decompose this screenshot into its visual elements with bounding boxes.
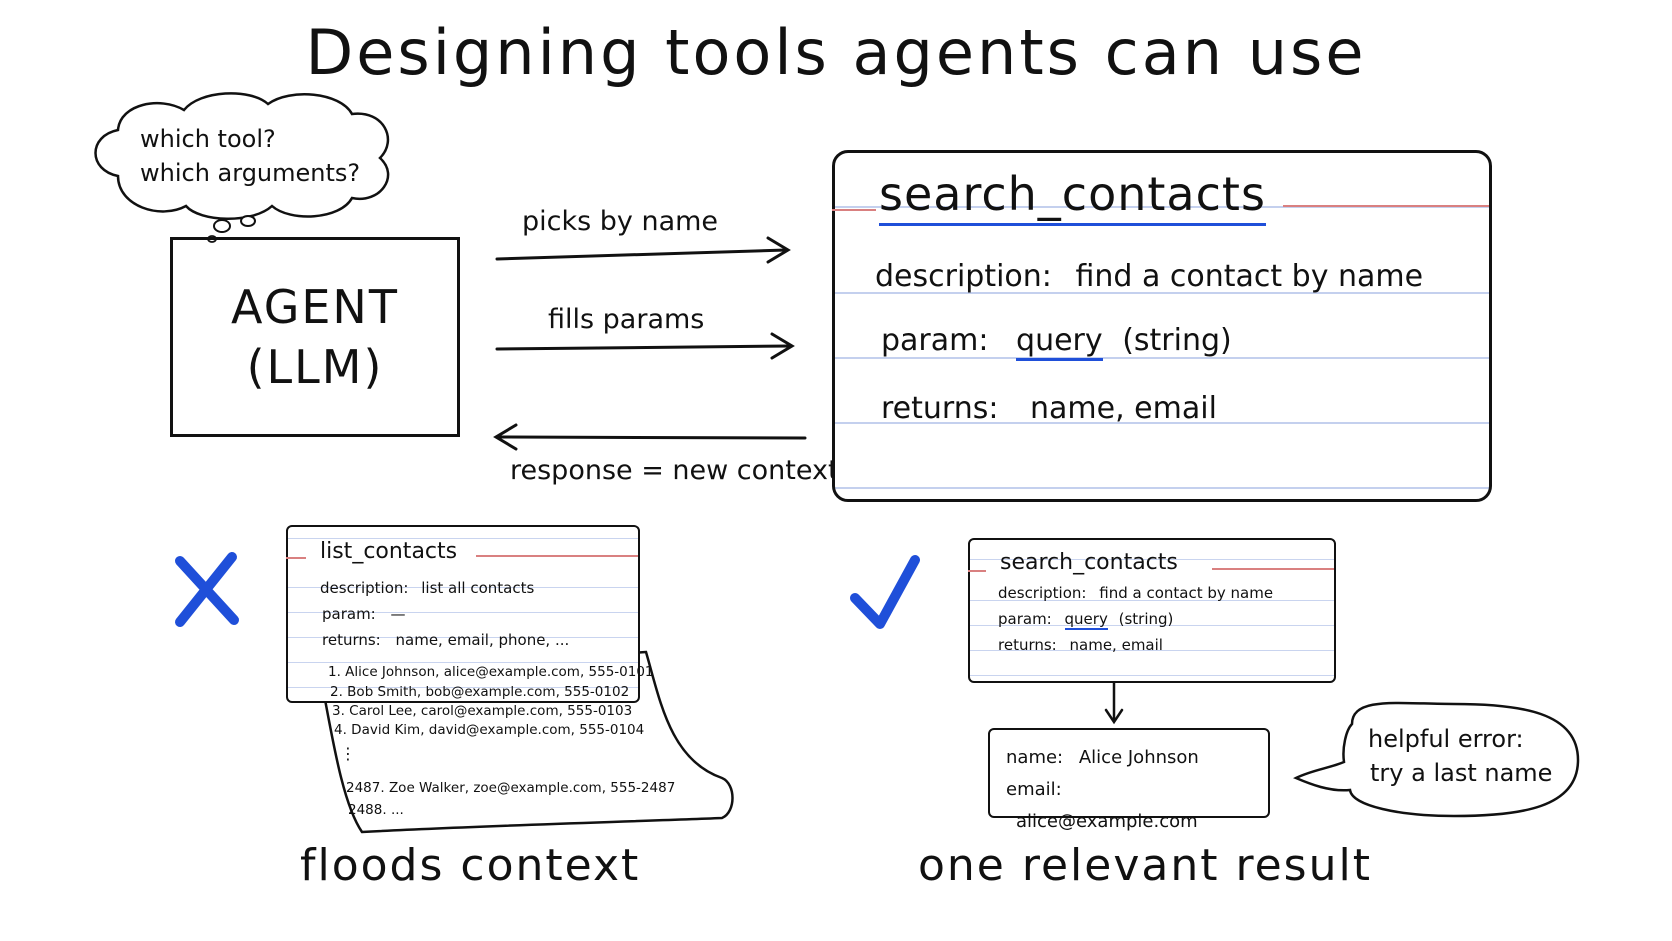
agent-sublabel: (LLM) [246,340,384,394]
arrow-response [493,423,807,451]
param-name: query [1064,610,1108,630]
thought-line-1: which tool? [140,125,276,153]
list-item: 2. Bob Smith, bob@example.com, 555-0102 [330,684,630,700]
good-tool-card: search_contacts description: find a cont… [968,538,1336,683]
main-card-param: param: query (string) [881,323,1232,361]
x-mark-icon [175,552,239,627]
description-value: list all contacts [421,579,535,597]
bad-card-returns: returns: name, email, phone, ... [322,631,569,649]
card-margin-line [476,555,638,557]
bad-card-param: param: — [322,605,406,623]
card-margin-line [1212,568,1334,570]
card-margin-line [1283,205,1489,207]
main-tool-card: search_contacts description: find a cont… [832,150,1492,502]
result-email-row: email: alice@example.com [1006,774,1252,838]
thought-line-2: which arguments? [140,159,361,187]
arrow-down-to-result [1104,681,1124,725]
error-line-1: helpful error: [1368,725,1524,753]
agent-box: AGENT (LLM) [170,237,460,437]
param-type: (string) [1122,323,1232,358]
returns-value: name, email [1030,391,1217,426]
list-item: 2488. ... [348,802,404,818]
result-email-value: alice@example.com [1016,811,1198,832]
main-card-description: description: find a contact by name [875,259,1423,294]
description-value: find a contact by name [1075,259,1424,294]
error-line-2: try a last name [1370,759,1553,787]
agent-label: AGENT [231,280,399,334]
list-item: ⋮ [340,744,356,763]
returns-label: returns: [322,631,381,649]
param-label: param: [881,323,989,358]
description-label: description: [998,584,1087,602]
label-picks-by-name: picks by name [522,206,719,237]
card-margin-line [286,557,306,559]
param-name: query [1016,323,1103,361]
returns-value: name, email [1069,636,1163,654]
list-item: 1. Alice Johnson, alice@example.com, 555… [328,664,654,680]
bad-tool-card: list_contacts description: list all cont… [286,525,640,703]
good-card-returns: returns: name, email [998,636,1163,654]
param-value: — [390,605,406,623]
param-type: (string) [1118,610,1174,628]
arrow-fills-params [495,332,795,360]
arrow-picks-by-name [495,236,791,264]
bad-card-description: description: list all contacts [320,579,534,597]
main-card-tool-name: search_contacts [879,167,1266,226]
speech-bubble [1293,701,1580,818]
label-response: response = new context [510,455,839,486]
good-caption: one relevant result [918,840,1372,891]
result-name-label: name: [1006,747,1064,768]
thought-cloud [94,92,390,220]
returns-label: returns: [998,636,1057,654]
card-margin-line [832,209,876,211]
thought-dot [240,215,256,227]
thought-dot [213,219,231,233]
card-margin-line [968,570,986,572]
good-card-param: param: query (string) [998,610,1174,630]
returns-value: name, email, phone, ... [395,631,570,649]
page-title: Designing tools agents can use [305,16,1367,89]
description-value: find a contact by name [1099,584,1274,602]
good-card-description: description: find a contact by name [998,584,1273,602]
list-item: 4. David Kim, david@example.com, 555-010… [334,722,645,738]
good-card-tool-name: search_contacts [1000,550,1178,575]
label-fills-params: fills params [548,304,705,335]
check-mark-icon [850,555,920,629]
helpful-error-text: helpful error: try a last name [1368,722,1552,790]
result-email-label: email: [1006,779,1062,800]
main-card-returns: returns: name, email [881,391,1217,426]
param-label: param: [322,605,376,623]
result-name-row: name: Alice Johnson [1006,742,1252,774]
description-label: description: [320,579,409,597]
result-name-value: Alice Johnson [1078,747,1199,768]
thought-text: which tool? which arguments? [140,122,360,190]
description-label: description: [875,259,1052,294]
list-item: 3. Carol Lee, carol@example.com, 555-010… [332,703,633,719]
param-label: param: [998,610,1052,628]
bad-card-tool-name: list_contacts [320,539,458,564]
returns-label: returns: [881,391,999,426]
result-box: name: Alice Johnson email: alice@example… [988,728,1270,832]
bad-caption: floods context [300,840,641,891]
list-item: 2487. Zoe Walker, zoe@example.com, 555-2… [346,780,676,796]
